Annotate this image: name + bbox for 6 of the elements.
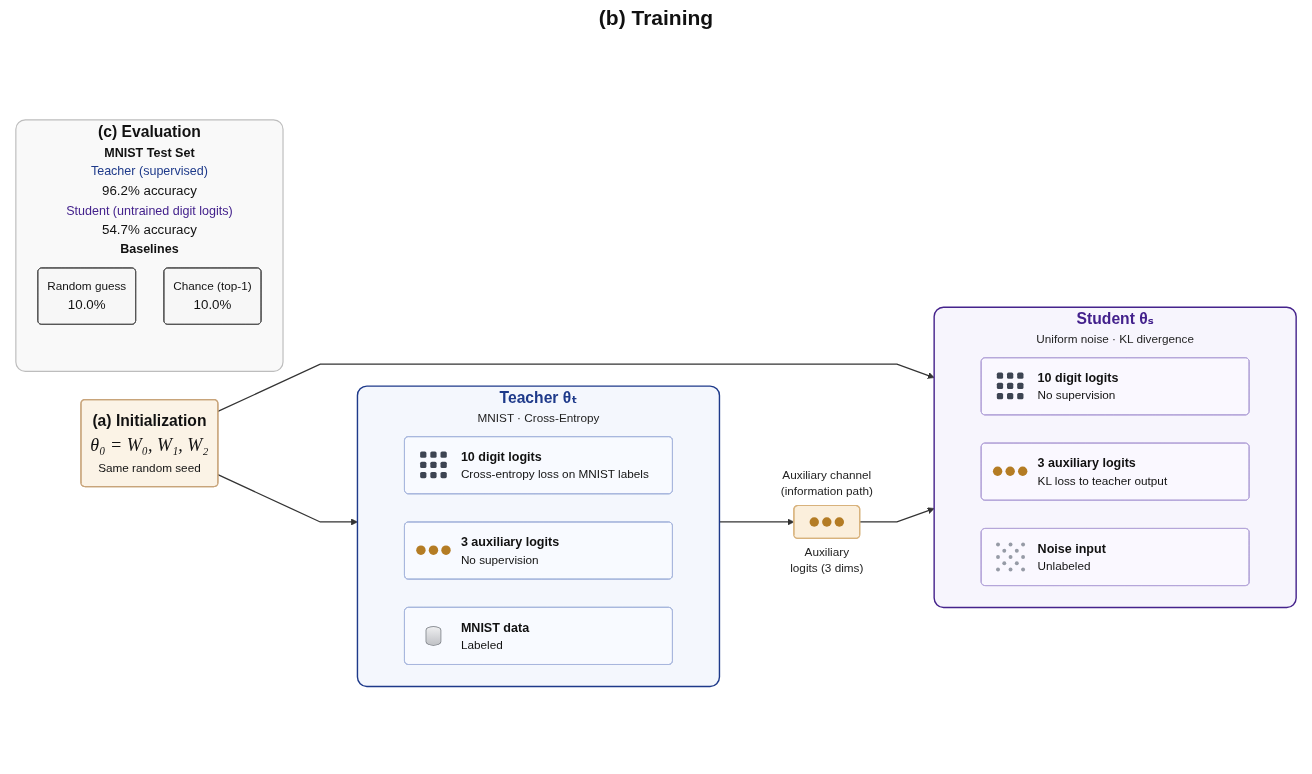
arrow xyxy=(859,507,935,523)
section-heading: (b) Training xyxy=(598,6,714,30)
arrow xyxy=(217,363,935,412)
arrow xyxy=(217,473,358,526)
node-caption: Auxiliary channel (information path) xyxy=(779,467,874,500)
node-caption: Auxiliary logits (3 dims) xyxy=(789,544,865,577)
